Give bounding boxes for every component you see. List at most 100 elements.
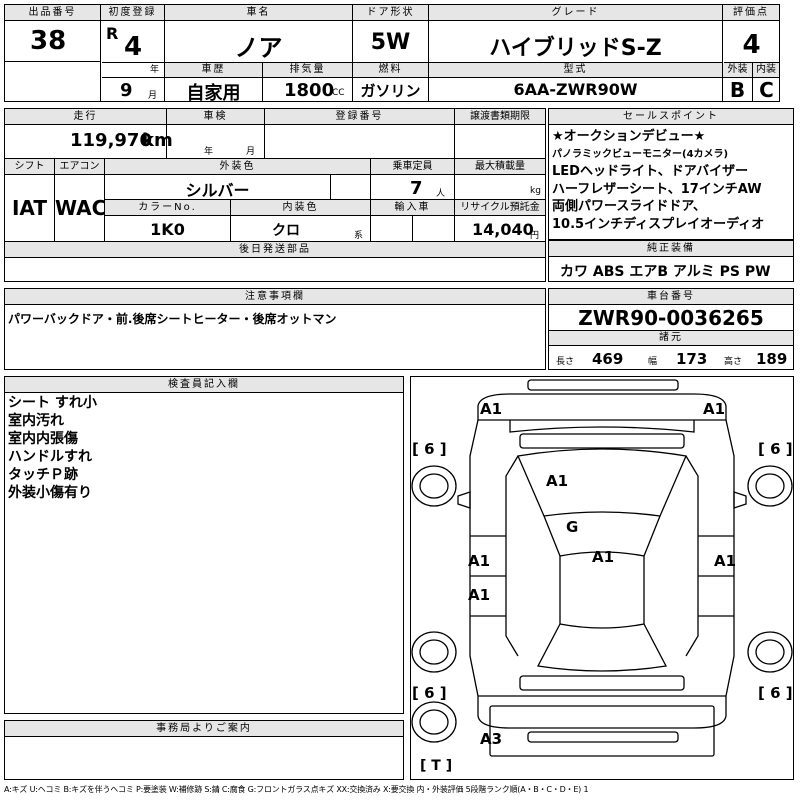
year-unit: 年 — [150, 65, 160, 75]
first-reg-label: 初度登録 — [101, 5, 164, 21]
damage-mark: A1 — [468, 552, 491, 570]
grade: ハイブリッドS-Z — [489, 36, 662, 61]
sales-point-list: ★オークションデビュー★ パノラミックビューモニター(4カメラ) LEDヘッドラ… — [552, 128, 764, 233]
colorno-label: カラーNo. — [105, 200, 230, 216]
mileage-label: 走行 — [5, 109, 166, 125]
sales-line: ハーフレザーシート、17インチAW — [552, 181, 762, 197]
interior-unit: 系 — [354, 231, 364, 241]
capacity: 7 — [410, 178, 423, 199]
transfer-deadline-label: 譲渡書類期限 — [455, 109, 545, 125]
spec-label: 諸元 — [549, 331, 793, 346]
load-label: 最大積載量 — [455, 159, 545, 175]
damage-mark: G — [566, 518, 579, 536]
reg-year: 4 — [124, 32, 143, 62]
fuel: ガソリン — [360, 82, 421, 100]
shift: IAT — [11, 196, 47, 220]
damage-mark: A1 — [592, 548, 615, 566]
ext-grade: B — [729, 78, 746, 102]
inspector-line: ハンドルすれ — [8, 449, 92, 465]
tire-mark: [ 6 ] — [758, 684, 793, 702]
fuel-label: 燃料 — [353, 63, 428, 78]
inspection-month-unit: 月 — [246, 147, 256, 157]
mileage: 119,970 — [70, 130, 152, 151]
sales-line: パノラミックビューモニター(4カメラ) — [552, 148, 729, 160]
capacity-label: 乗車定員 — [371, 159, 454, 175]
width-value: 173 — [676, 350, 708, 368]
inspector-box — [4, 376, 404, 714]
grade-label: グレード — [429, 5, 722, 21]
model-code: 6AA-ZWR90W — [513, 80, 638, 99]
era: R — [106, 24, 119, 43]
car-outline-diagram — [411, 379, 793, 757]
car-name: ノア — [234, 34, 283, 62]
inspector-label: 検査員記入欄 — [5, 377, 403, 393]
office-box — [4, 720, 404, 780]
chassis-number: ZWR90-0036265 — [578, 306, 764, 330]
reg-month: 9 — [120, 80, 133, 101]
length-value: 469 — [592, 350, 624, 368]
length-label: 長さ — [556, 357, 575, 367]
score: 4 — [742, 30, 761, 60]
office-label: 事務局よりご案内 — [5, 721, 403, 737]
equipment-items: カワ ABS エアB アルミ PS PW — [560, 264, 771, 280]
top-info-table — [4, 4, 780, 102]
cc-unit: CC — [332, 88, 345, 98]
sales-line: 10.5インチディスプレイオーディオ — [552, 216, 765, 232]
reg-number-label: 登録番号 — [265, 109, 454, 125]
height-label: 高さ — [724, 357, 743, 367]
int-grade: C — [759, 78, 774, 102]
later-parts-label: 後日発送部品 — [5, 242, 545, 258]
history-label: 車歴 — [165, 63, 262, 78]
legend-text: A:キズ U:ヘコミ B:キズを伴うヘコミ P:要塗装 W:補修跡 S:錆 C:… — [4, 785, 589, 794]
equipment-label: 純正装備 — [549, 241, 793, 257]
history: 自家用 — [186, 83, 241, 104]
import-label: 輸入車 — [371, 200, 454, 216]
inspector-line: 室内内張傷 — [8, 431, 78, 447]
sales-point-label: セールスポイント — [549, 109, 793, 125]
notes-box — [4, 288, 546, 370]
recycle-fee: 14,040 — [472, 220, 534, 239]
width-label: 幅 — [648, 357, 658, 367]
inspection-label: 車検 — [167, 109, 264, 125]
interior-color: クロ — [272, 223, 300, 239]
damage-mark: A3 — [480, 730, 503, 748]
sales-point-box — [548, 108, 794, 240]
displacement: 1800 — [284, 80, 335, 101]
recycle-label: リサイクル預託金 — [455, 200, 545, 216]
height-value: 189 — [756, 350, 788, 368]
displacement-label: 排気量 — [263, 63, 352, 78]
inspector-line: 室内汚れ — [8, 413, 64, 429]
damage-mark: A1 — [468, 586, 491, 604]
recycle-unit: 円 — [530, 231, 540, 241]
inspector-line: シート すれ小 — [8, 395, 97, 411]
tire-mark: [ 6 ] — [412, 684, 447, 702]
chassis-box — [548, 288, 794, 370]
interior-label: 内装色 — [231, 200, 370, 216]
damage-diagram-box — [410, 376, 794, 780]
damage-mark: A1 — [714, 552, 737, 570]
tire-mark: [ 6 ] — [412, 440, 447, 458]
damage-mark: A1 — [703, 400, 726, 418]
damage-mark: A1 — [480, 400, 503, 418]
inspector-notes: シート すれ小 室内汚れ 室内内張傷 ハンドルすれ タッチＰ跡 外装小傷有り — [8, 394, 97, 502]
sales-line: 両側パワースライドドア、 — [552, 199, 707, 214]
spare-tire-mark: [ T ] — [420, 758, 453, 774]
door-type: 5W — [370, 30, 411, 55]
load-unit: kg — [530, 186, 541, 196]
sales-line: ★オークションデビュー★ — [552, 129, 706, 144]
notes-text: パワーバックドア・前.後席シートヒーター・後席オットマン — [8, 312, 337, 326]
km-unit: km — [142, 130, 173, 151]
model-label: 型式 — [429, 63, 722, 78]
color-number: 1K0 — [150, 220, 185, 239]
inspection-year-unit: 年 — [204, 147, 214, 157]
sales-line: LEDヘッドライト、ドアバイザー — [552, 164, 749, 179]
equipment-box — [548, 240, 794, 282]
body-color: シルバー — [185, 181, 250, 200]
ac: WAC — [55, 196, 107, 220]
damage-mark: A1 — [546, 472, 569, 490]
ac-label: エアコン — [55, 159, 104, 175]
score-label: 評価点 — [723, 5, 779, 21]
tire-mark: [ 6 ] — [758, 440, 793, 458]
inspector-line: タッチＰ跡 — [8, 467, 78, 483]
car-name-label: 車名 — [165, 5, 352, 21]
